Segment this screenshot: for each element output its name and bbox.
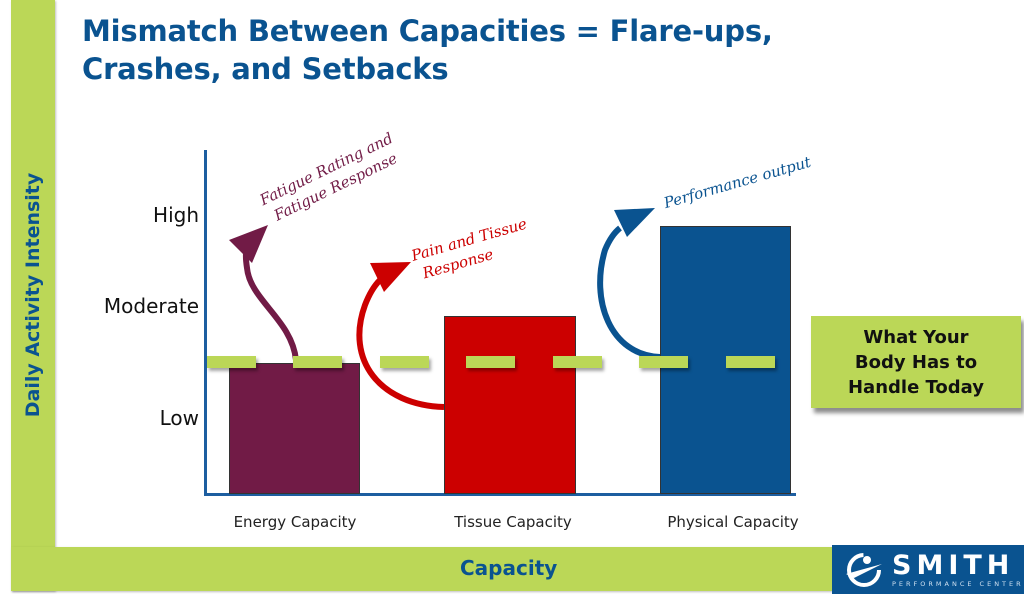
category-label-physical: Physical Capacity xyxy=(667,513,799,531)
runner-swoosh-icon xyxy=(846,552,882,587)
threshold-dash xyxy=(380,356,429,368)
y-tick-moderate: Moderate xyxy=(103,294,199,318)
threshold-dash xyxy=(207,356,256,368)
x-axis-line xyxy=(204,493,796,496)
threshold-dash xyxy=(726,356,775,368)
category-label-tissue: Tissue Capacity xyxy=(454,513,572,531)
y-tick-high: High xyxy=(153,203,199,227)
title-line-2: Crashes, and Setbacks xyxy=(82,52,449,86)
callout-line1: What Your xyxy=(863,326,969,348)
threshold-dash xyxy=(639,356,688,368)
threshold-callout: What Your Body Has to Handle Today xyxy=(811,316,1021,408)
category-label-energy: Energy Capacity xyxy=(233,513,357,531)
pain-arrow-icon xyxy=(356,262,445,410)
page-title: Mismatch Between Capacities = Flare-ups,… xyxy=(82,12,902,88)
callout-line2: Body Has to xyxy=(854,351,978,373)
threshold-dash xyxy=(293,356,342,368)
fatigue-arrow-icon xyxy=(229,225,299,361)
y-tick-low: Low xyxy=(159,406,199,430)
threshold-dash xyxy=(553,356,602,368)
x-axis-title: Capacity xyxy=(460,556,558,580)
logo-name: SMITH xyxy=(892,549,1015,581)
callout-line3: Handle Today xyxy=(847,376,985,398)
performance-arrow-icon xyxy=(597,208,661,360)
title-line-1: Mismatch Between Capacities = Flare-ups, xyxy=(82,14,773,48)
logo-subtitle: PERFORMANCE CENTER xyxy=(892,579,1024,588)
smith-logo: SMITH PERFORMANCE CENTER xyxy=(832,545,1024,594)
bar-energy-capacity xyxy=(229,363,360,494)
y-axis-band xyxy=(11,0,55,591)
y-axis-line xyxy=(204,150,207,496)
x-axis-band xyxy=(11,547,832,591)
threshold-dash xyxy=(466,356,515,368)
bar-tissue-capacity xyxy=(444,316,576,494)
